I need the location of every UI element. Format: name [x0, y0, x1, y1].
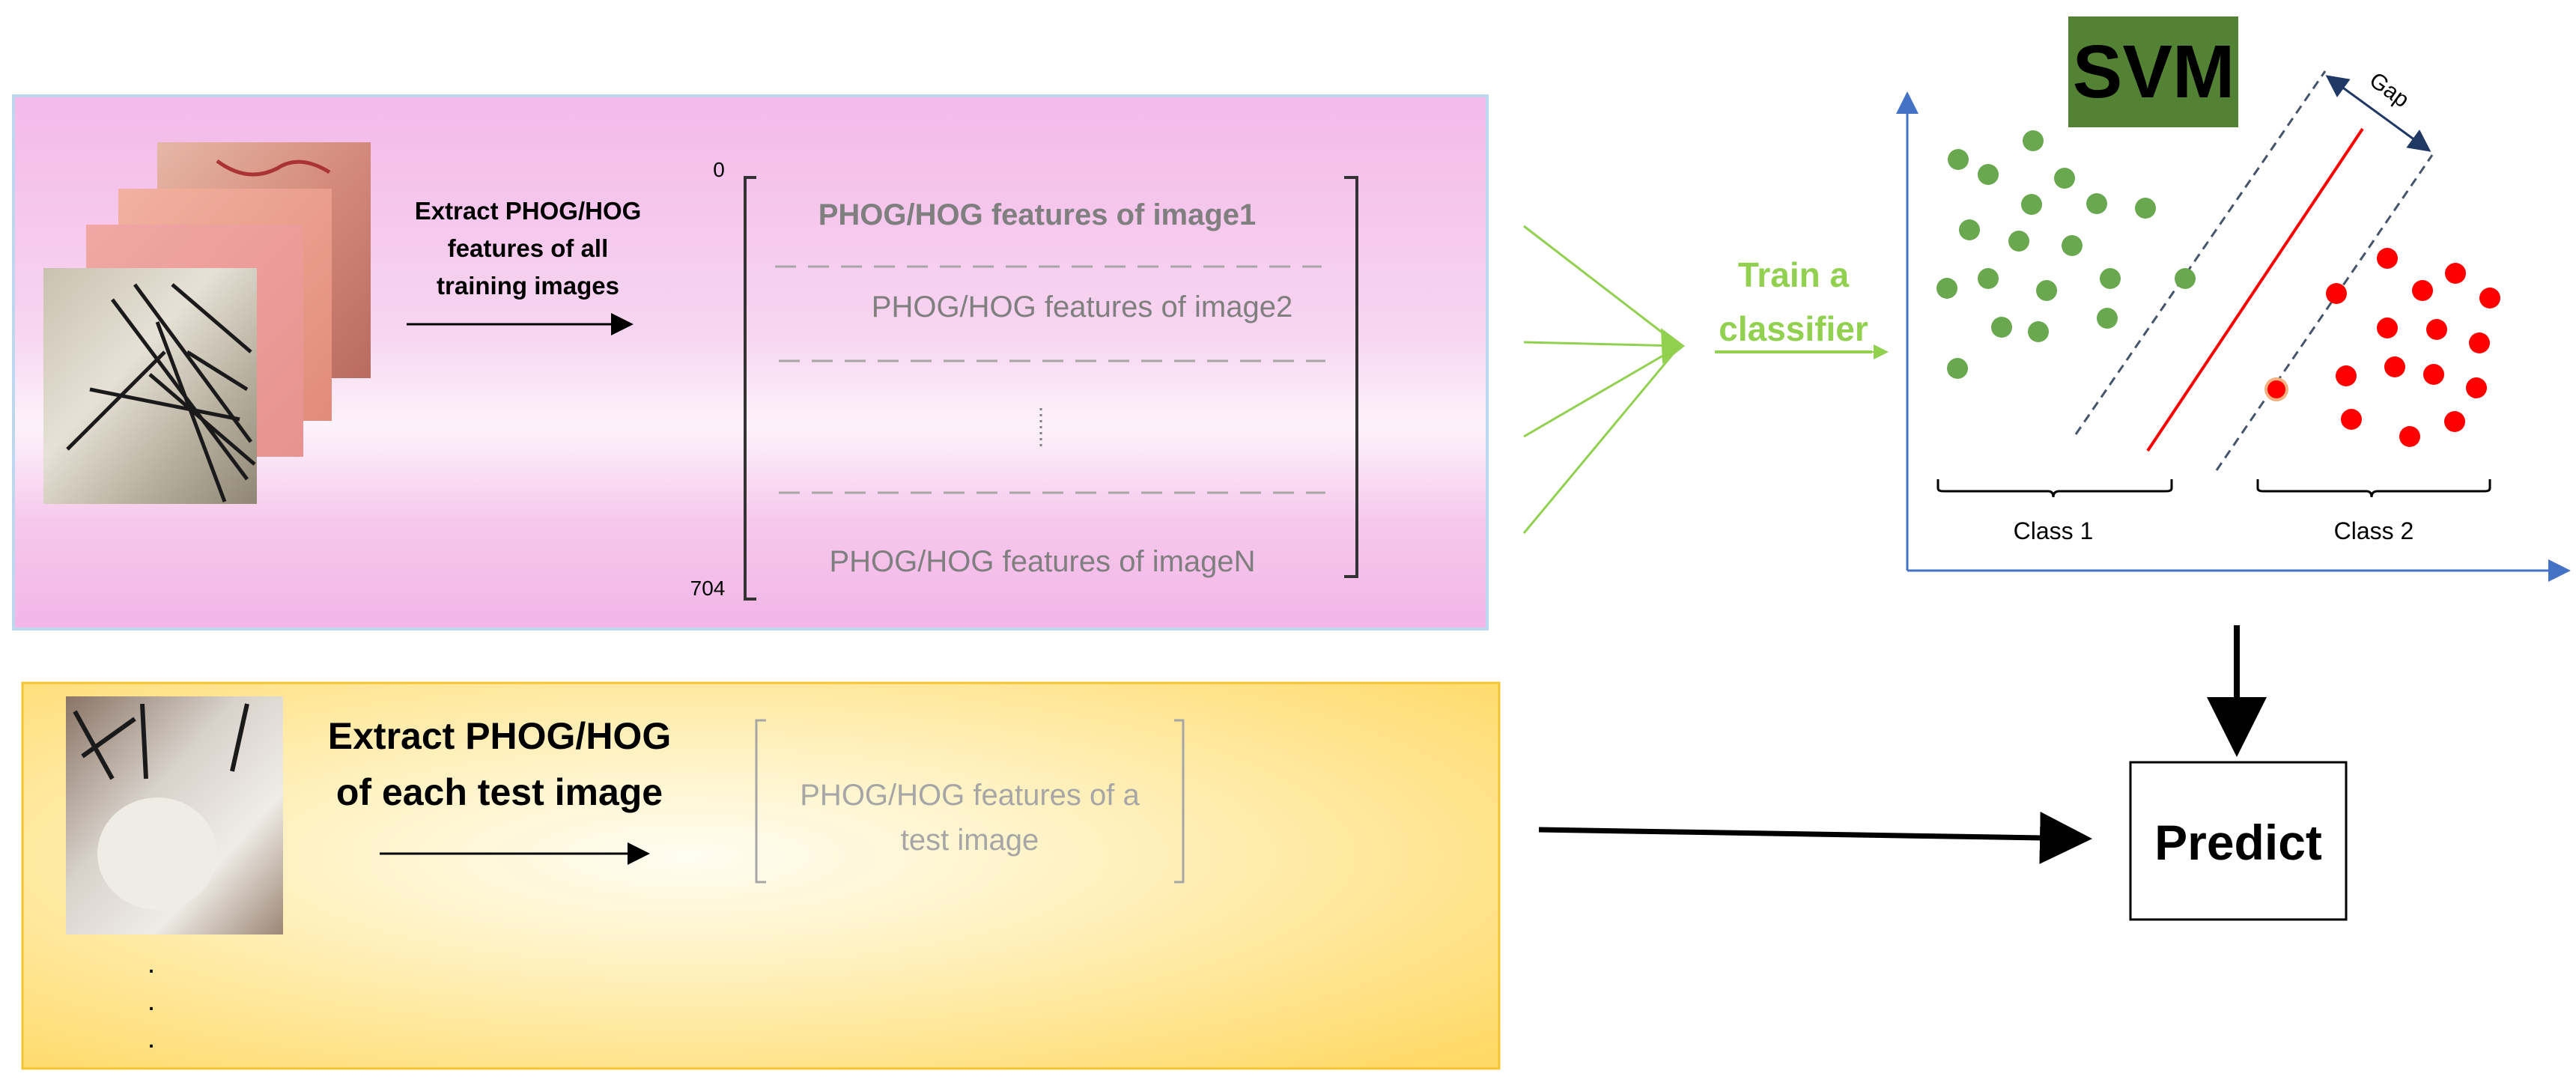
class1-point [1959, 219, 1980, 240]
test-feature-label-line1: PHOG/HOG features of a [800, 779, 1140, 812]
class1-point [1947, 358, 1968, 379]
predict-box: Predict [2129, 761, 2348, 921]
svm-title-box [2068, 16, 2238, 127]
training-panel: Extract PHOG/HOG features of all trainin… [12, 94, 1489, 630]
matrix-start-index: 0 [713, 158, 725, 181]
train-label-line2: classifier [1719, 309, 1868, 348]
hair-strands [66, 283, 256, 502]
training-extract-label-line2: features of all [448, 234, 609, 262]
class2-brace [2256, 479, 2491, 498]
matrix-row-image1: PHOG/HOG features of image1 [818, 198, 1257, 231]
class2-point [2469, 332, 2490, 353]
class1-point [2097, 308, 2118, 329]
matrix-left-bracket [744, 176, 756, 601]
class1-point [2021, 194, 2042, 215]
test-extract-label-line2: of each test image [336, 771, 663, 813]
class1-point [2036, 280, 2057, 301]
training-extract-label-line3: training images [437, 272, 619, 300]
class2-point [2399, 426, 2420, 447]
class1-point [2135, 198, 2156, 219]
class1-point [2086, 193, 2107, 214]
matrix-row-image2: PHOG/HOG features of image2 [872, 291, 1292, 323]
class1-label: Class 1 [2014, 517, 2094, 544]
class2-points [2264, 248, 2500, 447]
predict-label: Predict [2154, 815, 2322, 870]
train-classifier: Train a classifier [1715, 255, 1889, 359]
class2-point [2341, 409, 2362, 430]
class1-point [1978, 164, 1999, 185]
svm-margin-line-left [2074, 70, 2327, 435]
class1-point [2008, 231, 2029, 252]
class2-label: Class 2 [2334, 517, 2414, 544]
converging-arrows [1522, 225, 1685, 534]
class1-point [1948, 149, 1969, 170]
svm-gap-label: Gap [2365, 67, 2414, 112]
test-feature-label-line2: test image [901, 824, 1039, 857]
svm-hyperplane [2146, 127, 2364, 452]
class1-brace [1936, 479, 2173, 498]
svm-plot: SVM Gap Class 1 Class 2 [1896, 16, 2571, 582]
svm-gap-arrow [2325, 75, 2431, 152]
matrix-row-imageN: PHOG/HOG features of imageN [829, 545, 1255, 578]
class2-point [2445, 263, 2466, 284]
test-more-dot: . [148, 948, 156, 979]
class1-points [1936, 130, 2196, 379]
test-feature-left-bracket [755, 719, 766, 884]
training-images-stack [43, 142, 371, 504]
class1-point [2175, 268, 2196, 289]
class2-point [2466, 377, 2487, 398]
class2-point [2264, 377, 2288, 401]
matrix-right-bracket [1344, 176, 1358, 578]
class2-point [2336, 365, 2357, 386]
class1-point [2054, 168, 2075, 189]
class1-point [1978, 268, 1999, 289]
training-extract-label-line1: Extract PHOG/HOG [415, 197, 642, 225]
test-more-dot: . [148, 1023, 156, 1054]
test-feature-right-bracket [1174, 719, 1185, 884]
class2-point [2426, 319, 2447, 340]
class1-point [1936, 278, 1957, 299]
class2-point [2412, 280, 2433, 301]
svm-title: SVM [2073, 30, 2235, 114]
class1-point [1991, 317, 2012, 338]
class1-point [2100, 268, 2121, 289]
class2-point [2326, 283, 2347, 304]
class1-point [2023, 130, 2044, 151]
svm-margin-line-right [2215, 154, 2434, 471]
test-panel: . . . Extract PHOG/HOG of each test imag… [21, 681, 1501, 1070]
test-extract-label-line1: Extract PHOG/HOG [328, 715, 671, 757]
test-to-predict-arrow [1538, 811, 2092, 864]
class2-point [2377, 248, 2398, 269]
training-feature-matrix: 0 704 PHOG/HOG features of image1 PHOG/H… [690, 158, 1358, 601]
class1-point [2028, 321, 2049, 342]
test-image [66, 696, 283, 934]
class2-point [2384, 356, 2405, 377]
class2-point [2423, 364, 2444, 385]
test-more-dot: . [148, 985, 156, 1017]
class1-point [2062, 235, 2083, 256]
class2-point [2377, 317, 2398, 338]
class2-point [2479, 288, 2500, 309]
train-label-line1: Train a [1738, 255, 1850, 294]
class2-point [2444, 411, 2465, 432]
matrix-end-index: 704 [690, 577, 726, 600]
